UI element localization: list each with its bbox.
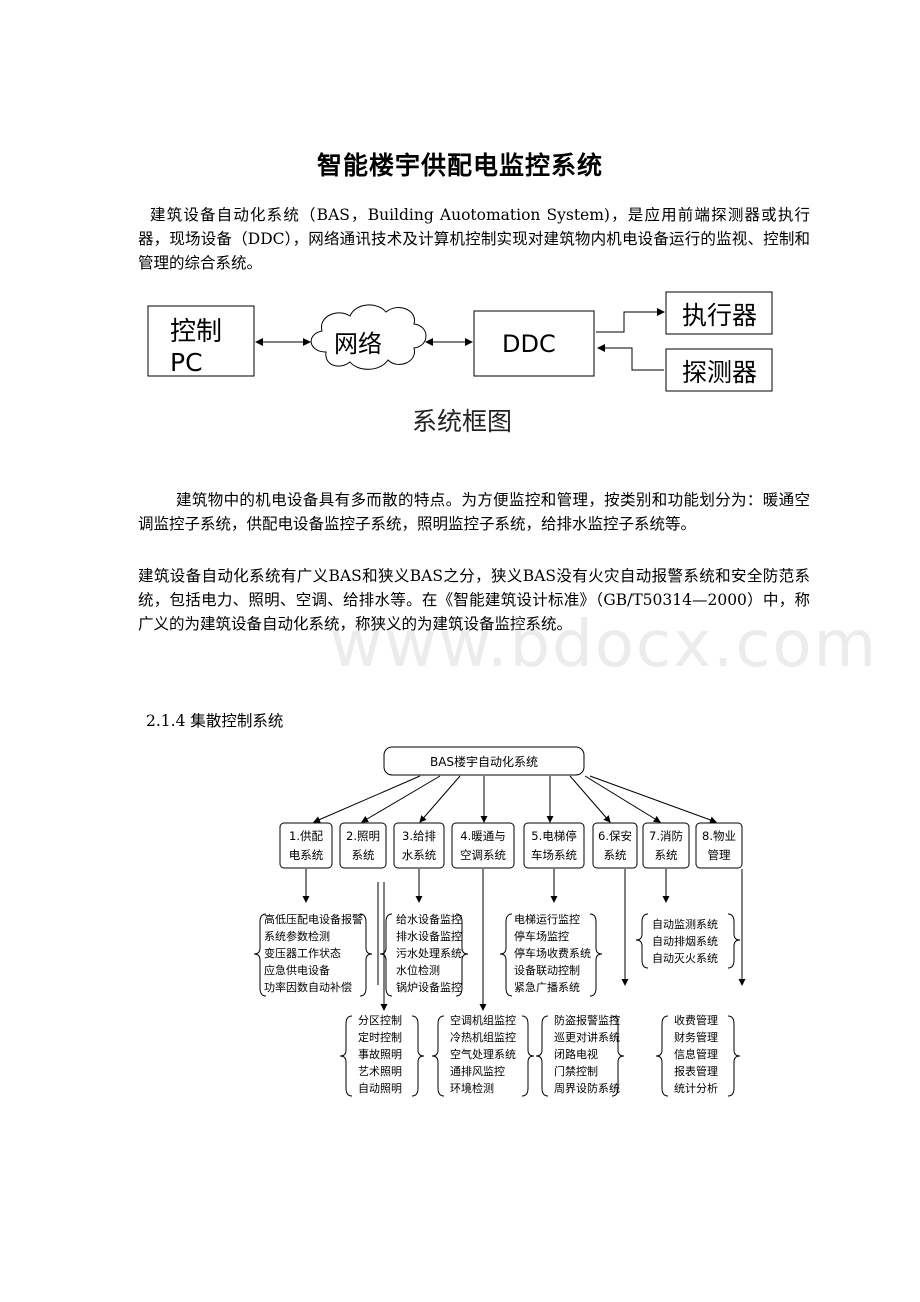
list-item: 周界设防系统 [554,1081,620,1095]
control-pc-box [147,305,255,377]
list-item: 自动灭火系统 [652,952,718,965]
network-cloud-icon [310,304,427,370]
list-item: 通排风监控 [450,1064,505,1078]
list-item: 空气处理系统 [450,1047,516,1061]
list-item: 高低压配电设备报警 [264,912,363,926]
group-security-items: 防盗报警监控 巡更对讲系统 闭路电视 门禁控制 周界设防系统 [554,1013,620,1095]
subsystem-label-water-2: 水系统 [402,848,437,862]
subsystem-box-lighting [339,822,387,869]
subsystem-label-property-2: 管理 [708,848,731,862]
subsystem-label-hvac-2: 空调系统 [460,848,506,862]
group-water-items: 给水设备监控 排水设备监控 污水处理系统 水位检测 锅炉设备监控 [396,912,462,994]
subsystem-box-security [592,822,638,869]
list-item: 巡更对讲系统 [554,1030,620,1044]
list-item: 停车场收费系统 [514,946,591,960]
list-item: 自动照明 [358,1082,402,1095]
actuator-box [665,291,773,335]
group-lighting-items: 分区控制 定时控制 事故照明 艺术照明 自动照明 [358,1013,402,1095]
network-label: 网络 [334,330,382,358]
list-item: 自动监测系统 [652,918,718,931]
ddc-box [473,310,595,377]
group-fire-items: 自动监测系统 自动排烟系统 自动灭火系统 [652,918,718,965]
group-property-items: 收费管理 财务管理 信息管理 报表管理 统计分析 [674,1013,718,1095]
block-diagram-caption: 系统框图 [412,407,512,436]
list-item: 空调机组监控 [450,1013,516,1027]
subsystem-label-elevator-2: 车场系统 [531,848,577,862]
list-item: 锅炉设备监控 [396,980,462,994]
list-item: 统计分析 [674,1081,718,1095]
subsystem-label-lighting-2: 系统 [352,848,375,862]
list-item: 停车场监控 [514,929,569,943]
list-item: 功率因数自动补偿 [264,980,352,994]
list-item: 分区控制 [358,1013,402,1027]
group-power-items: 高低压配电设备报警 系统参数检测 变压器工作状态 应急供电设备 功率因数自动补偿 [264,912,363,994]
subsystem-box-fire [642,822,690,869]
actuator-label: 执行器 [682,301,757,330]
group-hvac-items: 空调机组监控 冷热机组监控 空气处理系统 通排风监控 环境检测 [450,1013,516,1095]
subsystem-box-hvac [451,822,515,869]
list-item: 定时控制 [358,1030,402,1044]
subsystem-box-elevator [523,822,585,869]
list-item: 系统参数检测 [264,929,330,943]
list-item: 电梯运行监控 [514,912,580,926]
list-item: 报表管理 [674,1064,718,1078]
list-item: 排水设备监控 [396,929,462,943]
list-item: 艺术照明 [358,1065,402,1078]
page-title: 智能楼宇供配电监控系统 [316,151,603,180]
list-item: 信息管理 [674,1047,718,1061]
detector-box [665,348,773,392]
list-item: 门禁控制 [554,1064,598,1078]
subsystem-box-water [393,822,445,869]
subsystem-label-fire-2: 系统 [655,848,678,862]
paragraph-intro: 建筑设备自动化系统（BAS，Building Auotomation Syste… [138,206,810,272]
subsystem-label-power-2: 电系统 [289,848,324,862]
subsystem-label-lighting-1: 2.照明 [346,829,380,843]
section-heading: 2.1.4 集散控制系统 [146,712,284,730]
subsystem-box-property [695,822,743,869]
list-item: 变压器工作状态 [264,946,341,960]
control-pc-label-2: PC [170,348,203,377]
ddc-label: DDC [502,330,556,358]
list-item: 财务管理 [674,1030,718,1044]
list-item: 污水处理系统 [396,947,462,960]
list-item: 防盗报警监控 [554,1013,620,1027]
list-item: 闭路电视 [554,1047,598,1061]
subsystem-label-hvac-1: 4.暖通与 [460,829,505,843]
watermark-text: www.bdocx.com [330,608,878,682]
list-item: 水位检测 [396,963,440,977]
subsystem-label-water-1: 3.给排 [402,829,436,843]
bas-root-box [383,746,585,776]
list-item: 设备联动控制 [514,963,580,977]
subsystem-label-property-1: 8.物业 [702,829,736,843]
subsystem-box-power [279,822,333,869]
paragraph-definition: 建筑设备自动化系统有广义BAS和狭义BAS之分，狭义BAS没有火灾自动报警系统和… [138,567,810,633]
subsystem-label-fire-1: 7.消防 [649,829,683,843]
list-item: 自动排烟系统 [652,934,718,948]
subsystem-label-elevator-1: 5.电梯停 [531,829,576,843]
paragraph-features: 建筑物中的机电设备具有多而散的特点。为方便监控和管理，按类别和功能划分为：暖通空… [138,491,810,533]
list-item: 环境检测 [450,1081,494,1095]
list-item: 冷热机组监控 [450,1030,516,1044]
subsystem-label-security-1: 6.保安 [598,829,632,843]
list-item: 给水设备监控 [396,912,462,926]
control-pc-label-1: 控制 [170,317,222,347]
group-elevator-items: 电梯运行监控 停车场监控 停车场收费系统 设备联动控制 紧急广播系统 [514,912,591,994]
bas-root-label: BAS楼宇自动化系统 [430,754,538,769]
system-block-diagram: 控制 PC 网络 DDC 执行器 探测器 系统框图 [147,291,773,436]
subsystem-label-power-1: 1.供配 [289,829,323,843]
list-item: 紧急广播系统 [514,980,580,994]
detector-label: 探测器 [682,358,757,387]
list-item: 事故照明 [358,1047,402,1061]
list-item: 应急供电设备 [264,963,330,977]
list-item: 收费管理 [674,1013,718,1027]
subsystem-label-security-2: 系统 [604,848,627,862]
